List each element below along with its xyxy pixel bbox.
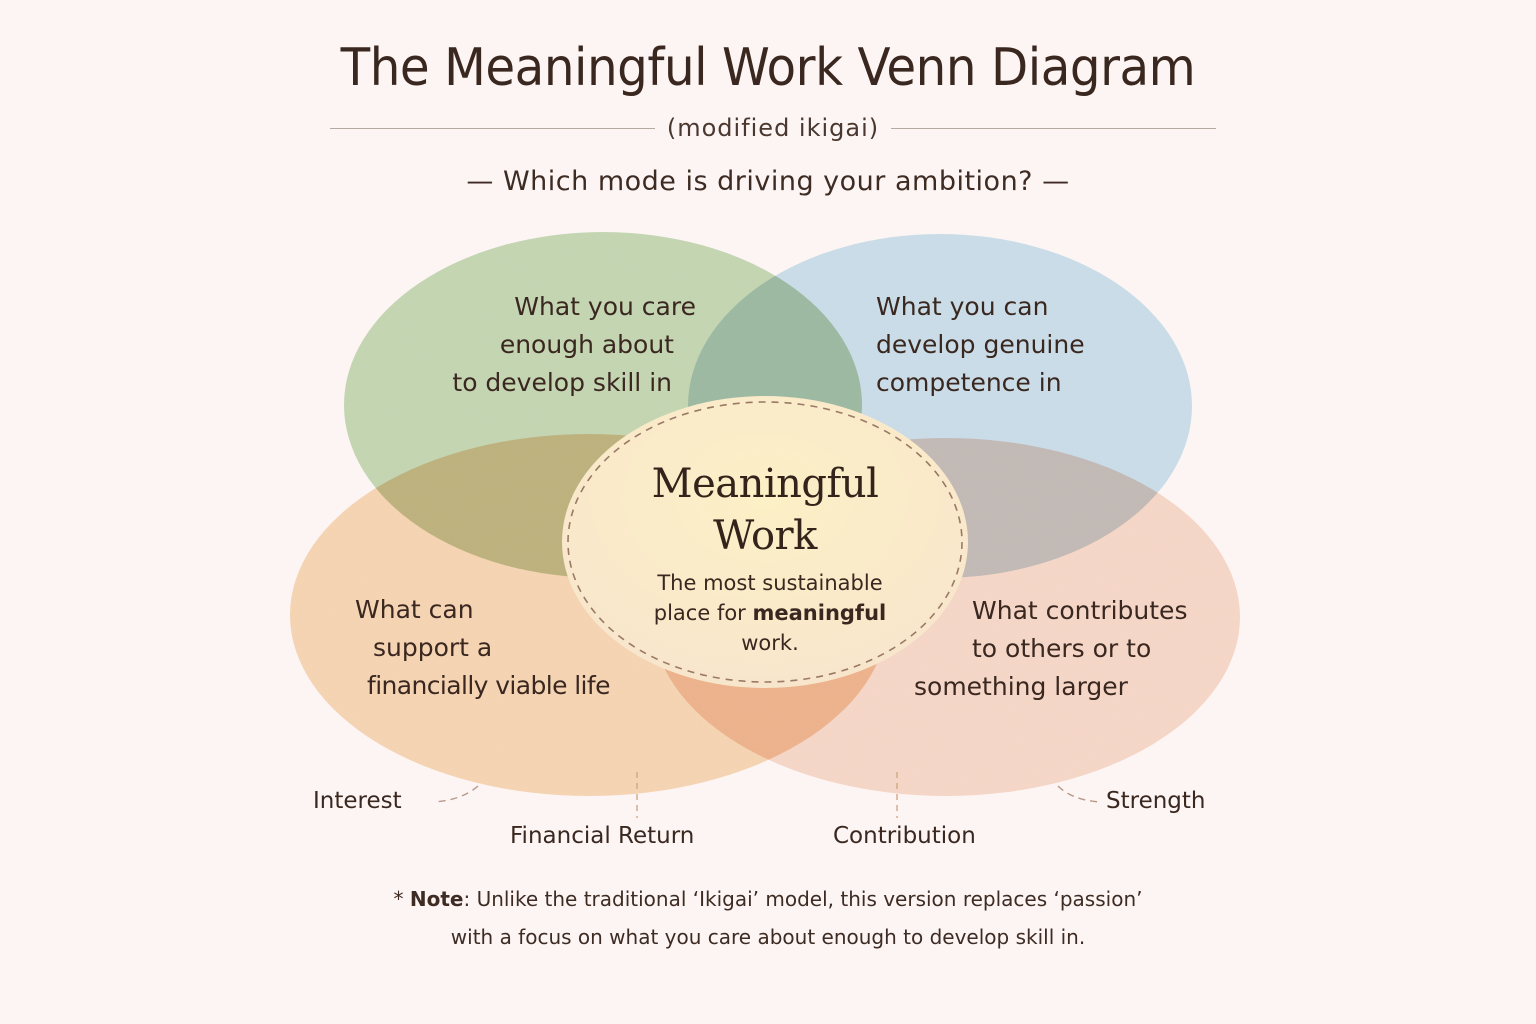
label-line: What you care [514,292,696,321]
label-financial-region: What can support a financially viable li… [355,591,610,705]
center-desc-emphasis: meaningful [752,601,887,625]
footnote: * Note: Unlike the traditional ‘Ikigai’ … [0,880,1536,956]
note-label: Note [409,887,464,911]
footnote-line-2: with a focus on what you care about enou… [450,925,1086,949]
dimension-label-contribution: Contribution [833,823,976,849]
label-line: to develop skill in [452,368,672,397]
subtitle: (modified ikigai) [666,114,880,142]
strength-connector [1057,785,1101,803]
dimension-label-interest: Interest [313,788,402,814]
label-line: What contributes [972,596,1188,625]
center-title: Meaningful Work [565,458,965,562]
label-contribution-region: What contributes to others or to somethi… [914,592,1187,706]
asterisk-icon: * [393,887,404,911]
divider-left [330,127,655,129]
footnote-line-1: * Note: Unlike the traditional ‘Ikigai’ … [0,880,1536,918]
center-dashed-border [567,401,963,683]
dimension-label-strength: Strength [1106,788,1206,814]
label-line: something larger [914,672,1128,701]
dimension-label-financial-return: Financial Return [510,823,695,849]
center-desc-line: The most sustainable [657,571,883,595]
divider-right [891,127,1216,129]
label-line: competence in [876,368,1062,397]
center-meaningful-work-shape [562,396,968,688]
label-line: to others or to [972,634,1152,663]
label-strength-region: What you can develop genuine competence … [876,288,1085,402]
center-desc-text: place for [653,601,753,625]
center-title-line: Work [713,513,817,559]
label-line: support a [373,633,493,662]
page-title: The Meaningful Work Venn Diagram [340,38,1196,98]
center-desc-line: work. [741,631,799,655]
center-desc-line: place for meaningful [565,598,975,628]
label-line: financially viable life [367,671,610,700]
label-line: What can [355,595,474,624]
center-title-line: Meaningful [651,461,879,507]
question-heading: — Which mode is driving your ambition? — [466,166,1070,197]
interest-connector [433,785,479,803]
center-description: The most sustainable place for meaningfu… [565,568,975,658]
label-line: What you can [876,292,1049,321]
note-text: : Unlike the traditional ‘Ikigai’ model,… [463,887,1143,911]
subtitle-row: (modified ikigai) [330,110,1216,146]
label-interest-region: What you care enough about to develop sk… [430,288,696,402]
label-line: enough about [499,330,674,359]
label-line: develop genuine [876,330,1085,359]
